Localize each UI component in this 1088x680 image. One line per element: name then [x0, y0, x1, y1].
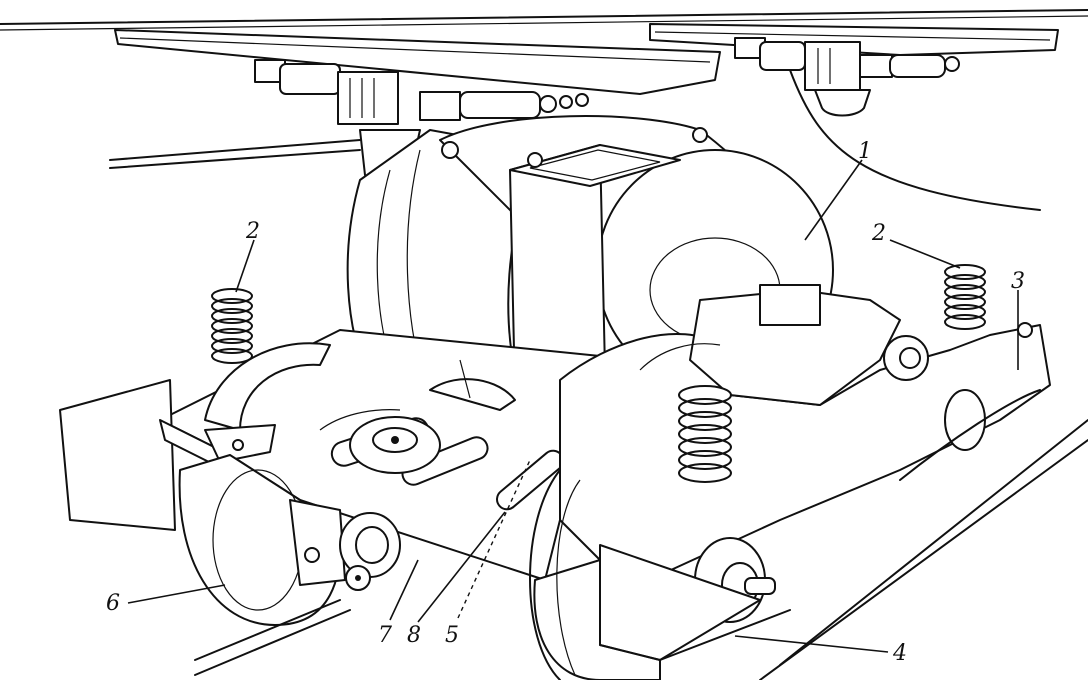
car-body-frame	[0, 9, 1088, 211]
brake-bracket	[204, 342, 331, 463]
callout-1: 1	[858, 139, 872, 164]
callout-2-right: 2	[871, 221, 886, 246]
spring-middle	[678, 385, 732, 483]
leader-1	[804, 159, 863, 241]
leader-5	[457, 459, 531, 619]
rails	[194, 419, 1088, 680]
callout-3: 3	[1011, 269, 1025, 294]
leader-lines	[127, 159, 1019, 653]
coil-springs	[211, 264, 986, 483]
callout-8: 8	[407, 623, 421, 648]
callout-labels: 1 2 2 3 4 5 6 7 8	[106, 139, 1025, 666]
brake-cylinder	[289, 499, 401, 591]
callout-2-left: 2	[245, 219, 260, 244]
leader-6	[127, 584, 226, 604]
leader-2b	[889, 239, 961, 269]
leader-4	[734, 635, 889, 653]
side-frame	[559, 284, 1051, 576]
spring-left	[211, 288, 253, 364]
axle-cap	[599, 537, 791, 661]
traction-motor	[346, 115, 834, 396]
callout-4: 4	[892, 641, 907, 666]
leader-2a	[235, 239, 255, 293]
callout-6: 6	[106, 591, 120, 616]
spring-right	[944, 264, 986, 330]
callout-7: 7	[378, 623, 392, 648]
leader-8	[417, 511, 506, 623]
leader-7	[389, 559, 419, 621]
callout-5: 5	[445, 623, 459, 648]
